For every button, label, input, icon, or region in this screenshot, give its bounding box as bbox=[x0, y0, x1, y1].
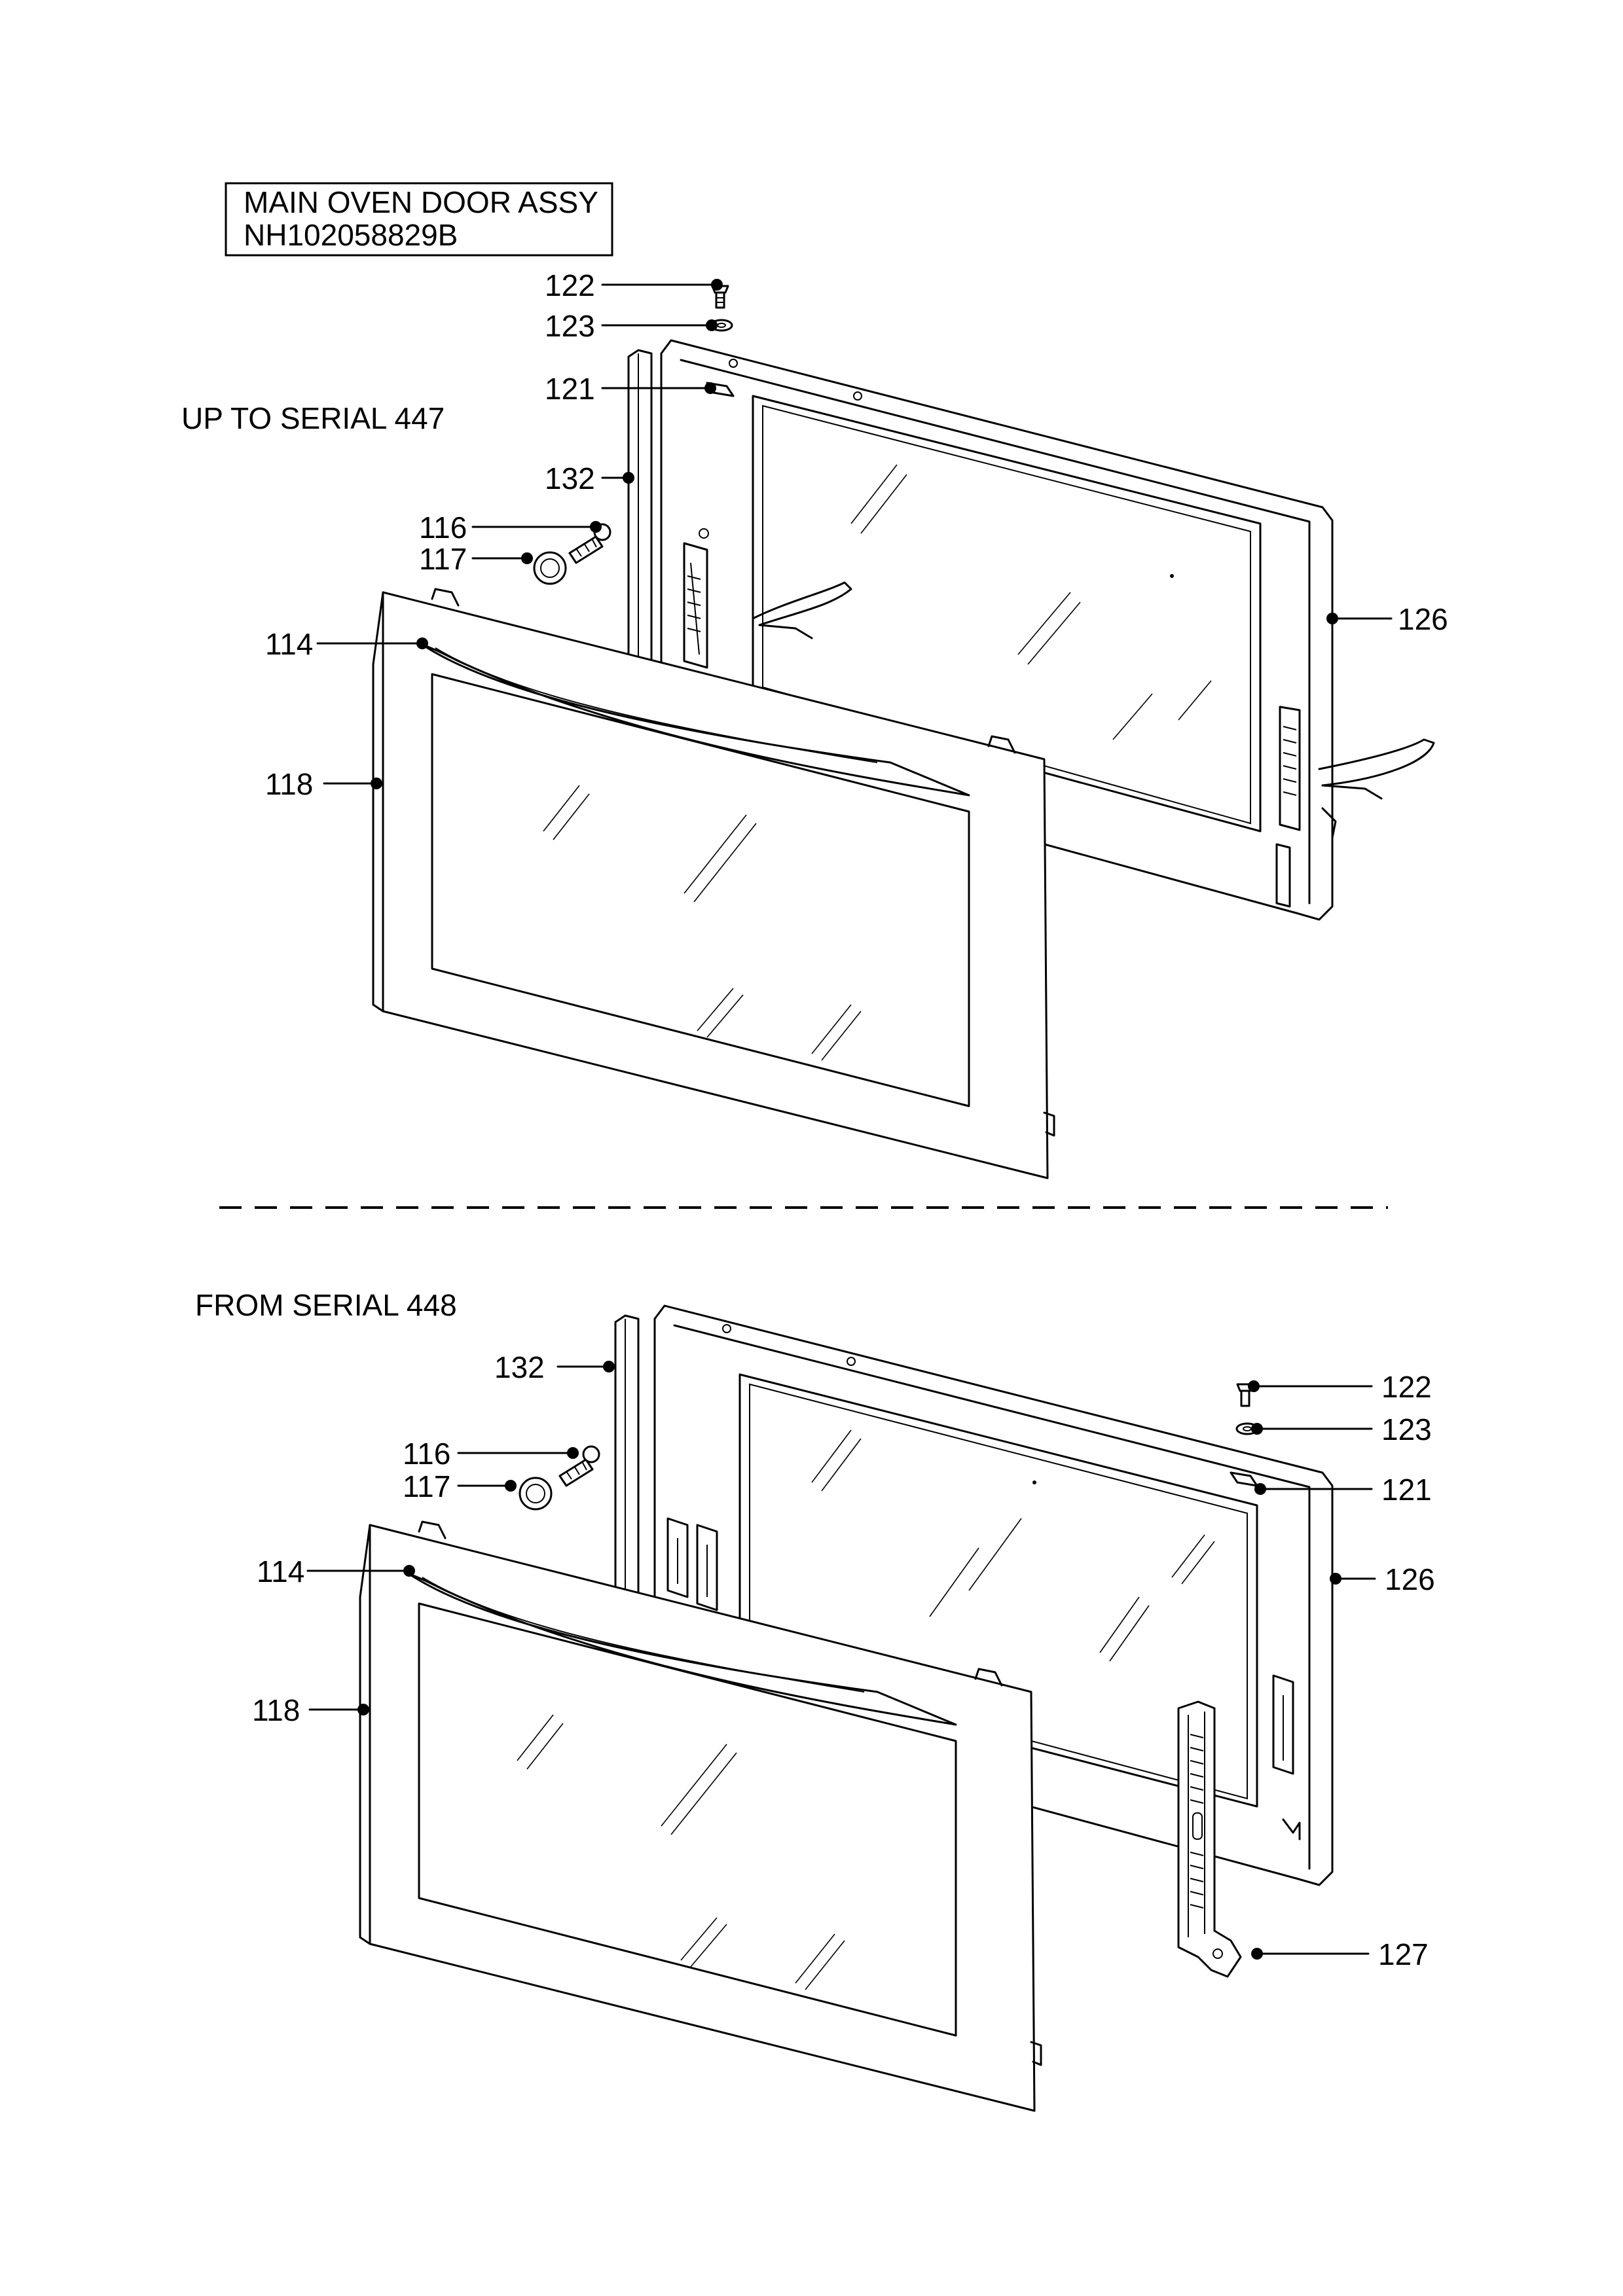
label-upper-126: 126 bbox=[1398, 602, 1448, 636]
upper-callouts: 122 123 121 132 116 117 114 118 126 bbox=[265, 268, 1448, 801]
label-upper-114: 114 bbox=[265, 627, 313, 661]
label-lower-121: 121 bbox=[1381, 1473, 1432, 1507]
label-upper-123: 123 bbox=[545, 309, 595, 343]
upper-seal-strip bbox=[627, 349, 653, 669]
label-upper-116: 116 bbox=[419, 511, 467, 545]
label-lower-127: 127 bbox=[1378, 1937, 1429, 1971]
upper-screw-122 bbox=[711, 285, 729, 309]
lower-grommet-117 bbox=[519, 1477, 553, 1511]
label-lower-118: 118 bbox=[252, 1693, 300, 1727]
label-lower-117: 117 bbox=[403, 1469, 450, 1503]
label-lower-126: 126 bbox=[1385, 1562, 1435, 1596]
lower-seal-strip bbox=[614, 1314, 640, 1634]
label-lower-122: 122 bbox=[1381, 1370, 1432, 1404]
title-line-2: NH102058829B bbox=[244, 218, 458, 252]
title-line-1: MAIN OVEN DOOR ASSY bbox=[244, 185, 598, 219]
label-lower-123: 123 bbox=[1381, 1412, 1432, 1446]
label-upper-118: 118 bbox=[265, 767, 313, 801]
label-upper-122: 122 bbox=[545, 268, 595, 302]
lower-section-heading: FROM SERIAL 448 bbox=[195, 1288, 457, 1322]
lower-callouts: 132 116 117 114 118 122 123 121 126 127 bbox=[252, 1350, 1435, 1971]
upper-section-heading: UP TO SERIAL 447 bbox=[181, 401, 445, 435]
title-box: MAIN OVEN DOOR ASSY NH102058829B bbox=[225, 182, 613, 257]
upper-screw-116 bbox=[568, 523, 611, 564]
upper-grommet-117 bbox=[533, 551, 567, 585]
label-upper-132: 132 bbox=[545, 461, 595, 495]
label-lower-116: 116 bbox=[403, 1437, 450, 1471]
label-upper-121: 121 bbox=[545, 372, 595, 406]
label-lower-132: 132 bbox=[494, 1350, 545, 1384]
lower-outer-door bbox=[359, 1520, 1042, 2112]
lower-hinge-127 bbox=[1177, 1700, 1242, 1978]
upper-outer-door bbox=[372, 588, 1055, 1179]
label-lower-114: 114 bbox=[257, 1554, 304, 1588]
lower-screw-116 bbox=[558, 1445, 600, 1487]
label-upper-117: 117 bbox=[419, 542, 467, 576]
